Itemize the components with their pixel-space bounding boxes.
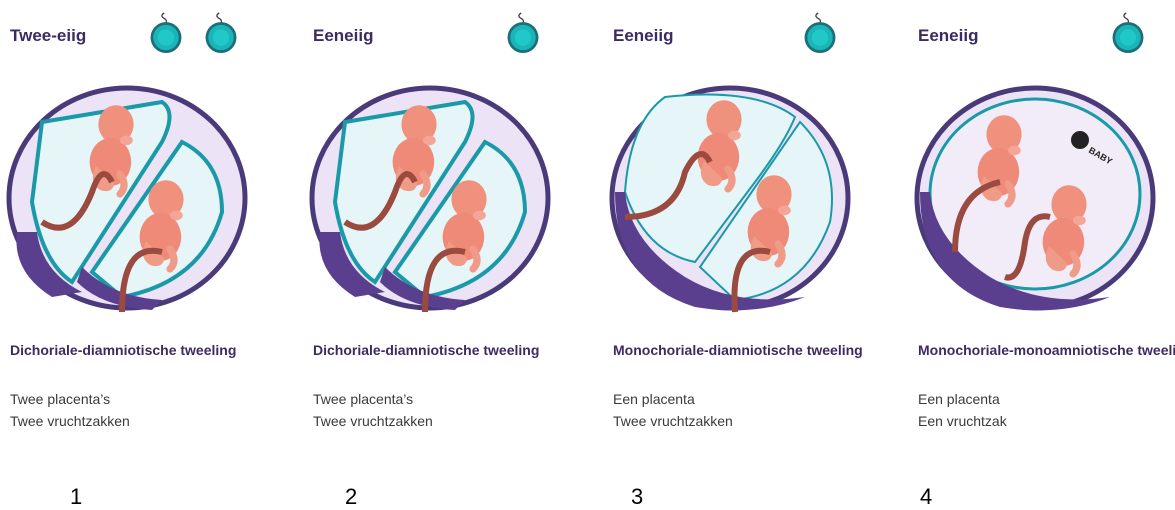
egg-cell-icon: [1108, 10, 1148, 56]
womb-illustration: [2, 82, 252, 314]
egg-cell-icon: [201, 10, 241, 56]
womb-illustration: BABY: [910, 82, 1160, 314]
placenta-count: Twee placenta’s: [10, 388, 130, 410]
panel-number: 4: [920, 484, 932, 510]
twin-type-title: Dichoriale-diamniotische tweeling: [313, 342, 603, 358]
twin-type-title: Monochoriale-diamniotische tweeling: [613, 342, 903, 358]
description: Een placenta Een vruchtzak: [918, 388, 1007, 432]
description: Een placenta Twee vruchtzakken: [613, 388, 733, 432]
womb-illustration: [305, 82, 555, 314]
panel-header: Eeneiig: [313, 26, 373, 46]
panel-1: Twee-eiig Dichoriale-diamniotische tweel…: [0, 0, 295, 508]
egg-cell-icon: [800, 10, 840, 56]
description: Twee placenta’s Twee vruchtzakken: [10, 388, 130, 432]
egg-cell-icon: [146, 10, 186, 56]
placenta-count: Twee placenta’s: [313, 388, 433, 410]
twin-type-title: Monochoriale-monoamniotische tweeling: [918, 342, 1175, 358]
panel-3: Eeneiig Monochoriale-diamniotische tweel…: [603, 0, 898, 508]
panel-header: Twee-eiig: [10, 26, 86, 46]
sac-count: Twee vruchtzakken: [313, 410, 433, 432]
placenta-count: Een placenta: [613, 388, 733, 410]
panel-4: Eeneiig BABY Monochoriale-monoamniotisch…: [908, 0, 1175, 508]
sac-count: Een vruchtzak: [918, 410, 1007, 432]
sac-count: Twee vruchtzakken: [10, 410, 130, 432]
egg-cell-icon: [503, 10, 543, 56]
panel-number: 1: [70, 484, 82, 510]
panel-number: 3: [631, 484, 643, 510]
panel-header: Eeneiig: [918, 26, 978, 46]
panel-number: 2: [345, 484, 357, 510]
baby-logo-icon: [1071, 131, 1089, 149]
panel-2: Eeneiig Dichoriale-diamniotische tweelin…: [303, 0, 598, 508]
panel-header: Eeneiig: [613, 26, 673, 46]
womb-illustration: [605, 82, 855, 314]
placenta-count: Een placenta: [918, 388, 1007, 410]
description: Twee placenta’s Twee vruchtzakken: [313, 388, 433, 432]
twin-type-title: Dichoriale-diamniotische tweeling: [10, 342, 300, 358]
sac-count: Twee vruchtzakken: [613, 410, 733, 432]
